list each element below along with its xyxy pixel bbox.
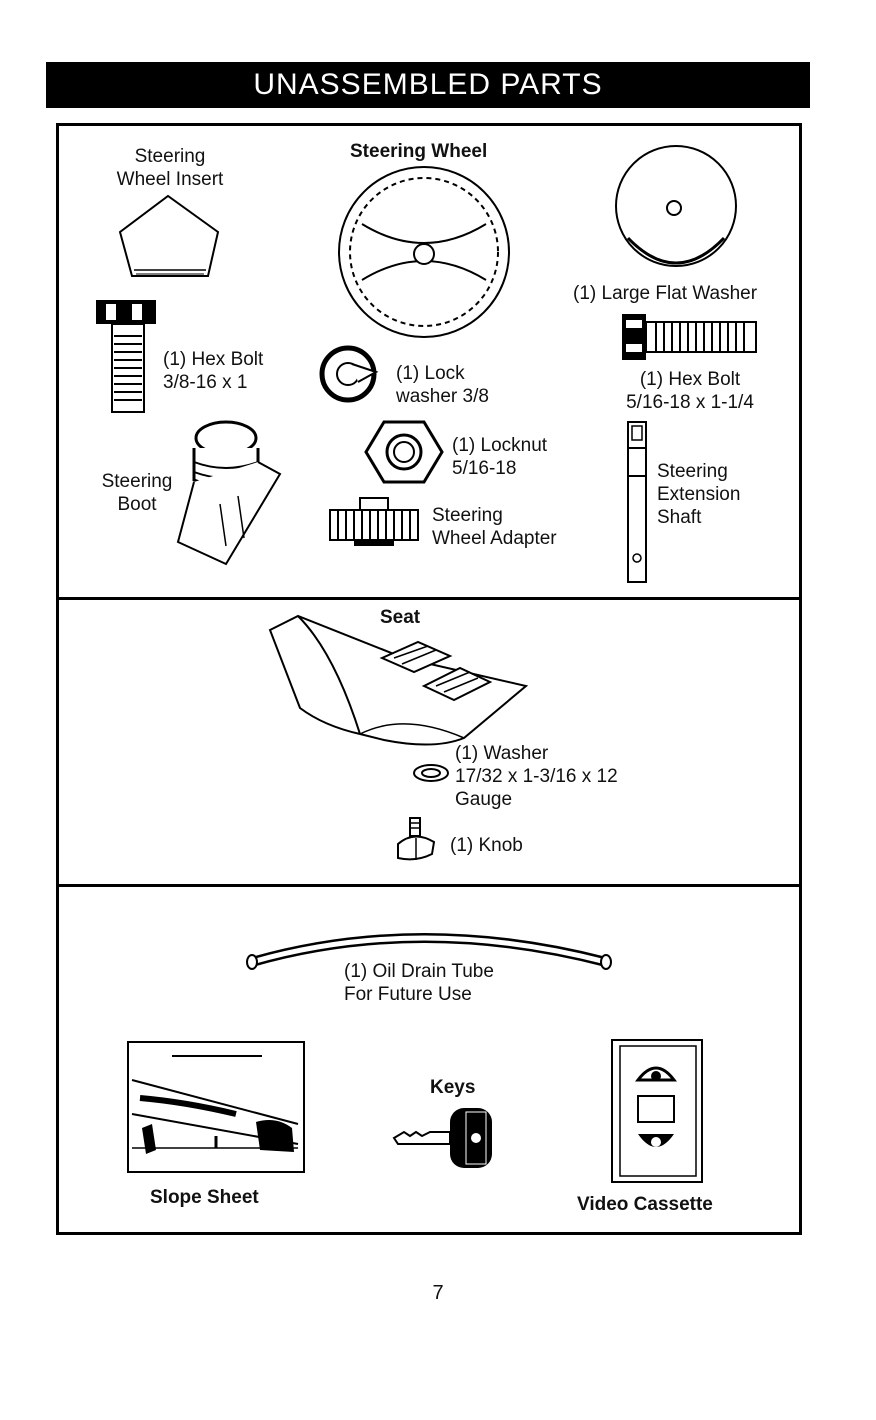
hex-bolt-2-label: (1) Hex Bolt 5/16-18 x 1-1/4	[626, 369, 754, 413]
steering-wheel-icon	[338, 166, 510, 338]
flat-washer-icon	[615, 145, 737, 267]
seat-icon	[268, 614, 529, 746]
page-title: UNASSEMBLED PARTS	[46, 62, 810, 108]
knob-label: (1) Knob	[450, 835, 523, 856]
oil-drain-tube-label: (1) Oil Drain Tube For Future Use	[344, 961, 494, 1005]
knob-icon	[397, 817, 436, 861]
lock-washer-label: (1) Lock washer 3/8	[396, 363, 489, 407]
slope-sheet-label: Slope Sheet	[150, 1187, 259, 1208]
hex-bolt-icon	[96, 300, 156, 413]
video-cassette-label: Video Cassette	[577, 1194, 713, 1215]
parts-frame	[56, 123, 802, 1235]
lock-washer-icon	[319, 345, 379, 403]
section-divider	[56, 884, 802, 887]
key-icon	[392, 1108, 492, 1168]
oil-drain-tube-icon	[246, 933, 612, 970]
slope-sheet-icon	[127, 1041, 305, 1173]
steering-extension-shaft-label: Steering Extension Shaft	[657, 461, 741, 528]
washer-icon	[413, 764, 449, 782]
video-cassette-icon	[611, 1039, 703, 1183]
hex-bolt-icon	[622, 314, 757, 360]
wheel-adapter-icon	[329, 497, 419, 546]
locknut-label: (1) Locknut 5/16-18	[452, 435, 548, 479]
steering-wheel-adapter-label: Steering Wheel Adapter	[432, 505, 557, 549]
locknut-icon	[364, 420, 444, 484]
steering-boot-icon	[176, 420, 282, 566]
keys-label: Keys	[430, 1077, 476, 1098]
hex-bolt-1-label: (1) Hex Bolt 3/8-16 x 1	[163, 349, 264, 393]
section-divider	[56, 597, 802, 600]
seat-label: Seat	[380, 607, 421, 628]
washer-label: (1) Washer 17/32 x 1-3/16 x 12 Gauge	[455, 743, 618, 810]
extension-shaft-icon	[627, 421, 647, 583]
steering-wheel-insert-label: Steering Wheel Insert	[116, 146, 224, 190]
wheel-insert-icon	[118, 194, 220, 277]
page-number: 7	[432, 1282, 444, 1304]
large-flat-washer-label: (1) Large Flat Washer	[573, 283, 758, 304]
steering-boot-label: Steering Boot	[101, 471, 173, 515]
steering-wheel-label: Steering Wheel	[350, 141, 488, 162]
